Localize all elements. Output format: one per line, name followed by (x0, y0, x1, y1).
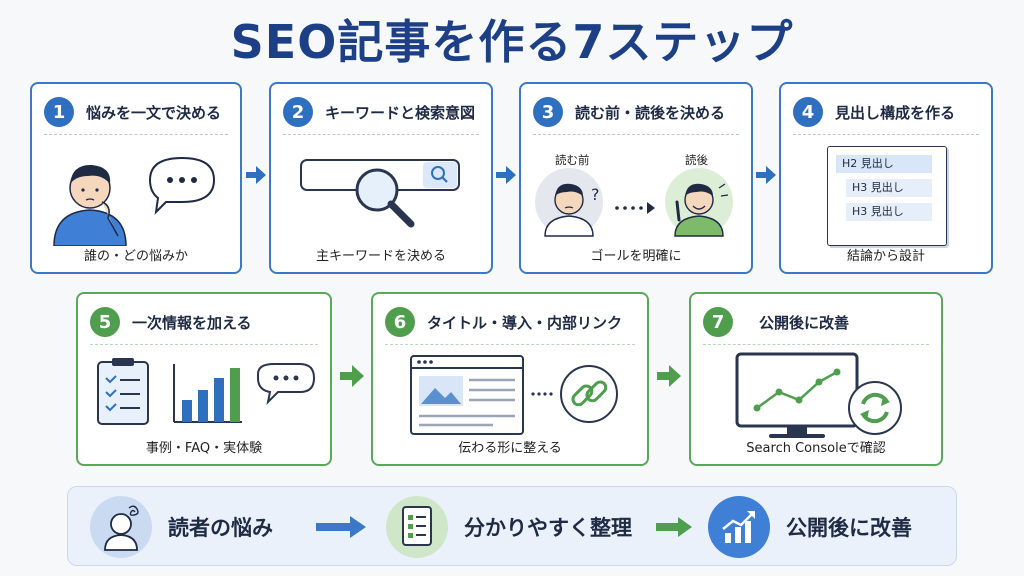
after-label: 読後 (685, 153, 708, 167)
arrow-right-icon (657, 364, 681, 392)
step-number: 4 (793, 97, 823, 127)
summary-label: 公開後に改善 (786, 516, 912, 540)
step-6-card: 6 タイトル・導入・内部リンク 伝わる形に整える (371, 292, 649, 466)
heading-h3: H3 見出し (846, 179, 932, 197)
arrow-right-icon (246, 164, 266, 190)
step-number: 3 (533, 97, 563, 127)
step-title: 公開後に改善 (759, 313, 850, 332)
arrow-right-icon (316, 514, 366, 544)
step-caption: 誰の・どの悩みか (83, 249, 188, 264)
step-caption: 結論から設計 (846, 249, 925, 264)
step-caption: Search Consoleで確認 (746, 441, 886, 456)
step-5-card: 5 一次情報を加える 事例・FAQ・実体験 (76, 292, 332, 466)
step-3-card: 3 読む前・読後を決める 読む前 読後 ? ゴールを明確に (519, 82, 753, 274)
step-number: 6 (385, 307, 415, 337)
summary-strip: 読者の悩み 分かりやすく整理 公開後に改善 (67, 486, 957, 566)
step-number: 5 (90, 307, 120, 337)
heading-h2: H2 見出し (836, 155, 932, 173)
summary-label: 分かりやすく整理 (464, 516, 632, 540)
step-number: 7 (703, 307, 733, 337)
step-7-card: 7 公開後に改善 Search Consoleで確認 (689, 292, 943, 466)
step-title: 読む前・読後を決める (575, 103, 726, 122)
step-title: 悩みを一文で決める (86, 103, 222, 122)
step-1-card: 1 悩みを一文で決める 誰の・どの悩みか (30, 82, 242, 274)
growth-chart-icon (708, 496, 770, 558)
page-title: SEO記事を作る7ステップ (230, 15, 794, 69)
arrow-right-icon (656, 516, 692, 542)
summary-label: 読者の悩み (168, 516, 273, 540)
heading-h3: H3 見出し (846, 203, 932, 221)
before-label: 読む前 (555, 153, 590, 167)
search-icon (271, 140, 491, 242)
step-title: キーワードと検索意図 (325, 103, 476, 122)
step-caption: 事例・FAQ・実体験 (145, 441, 263, 456)
checklist-chart-chat-icons (78, 350, 330, 434)
step-number: 1 (44, 97, 74, 127)
step-caption: 伝わる形に整える (458, 441, 562, 456)
step-title: 見出し構成を作る (835, 103, 956, 122)
arrow-right-icon (496, 164, 516, 190)
step-4-card: 4 見出し構成を作る H2 見出し H3 見出し H3 見出し 結論から設計 (779, 82, 993, 274)
svg-text:?: ? (591, 185, 600, 204)
checklist-icon (386, 496, 448, 558)
step-caption: ゴールを明確に (590, 249, 682, 264)
arrow-right-icon (340, 364, 364, 392)
thinking-person-icon (32, 140, 240, 247)
arrow-right-icon (756, 164, 776, 190)
before-after-person-icon: ? (521, 140, 751, 242)
webpage-link-icon (373, 350, 647, 435)
step-caption: 主キーワードを決める (315, 249, 446, 264)
outline-document-icon: H2 見出し H3 見出し H3 見出し (827, 146, 947, 246)
confused-reader-icon (90, 496, 152, 558)
step-2-card: 2 キーワードと検索意図 主キーワードを決める (269, 82, 493, 274)
step-title: タイトル・導入・内部リンク (427, 313, 623, 332)
step-number: 2 (283, 97, 313, 127)
step-title: 一次情報を加える (132, 313, 252, 332)
monitor-graph-refresh-icon (691, 350, 941, 438)
